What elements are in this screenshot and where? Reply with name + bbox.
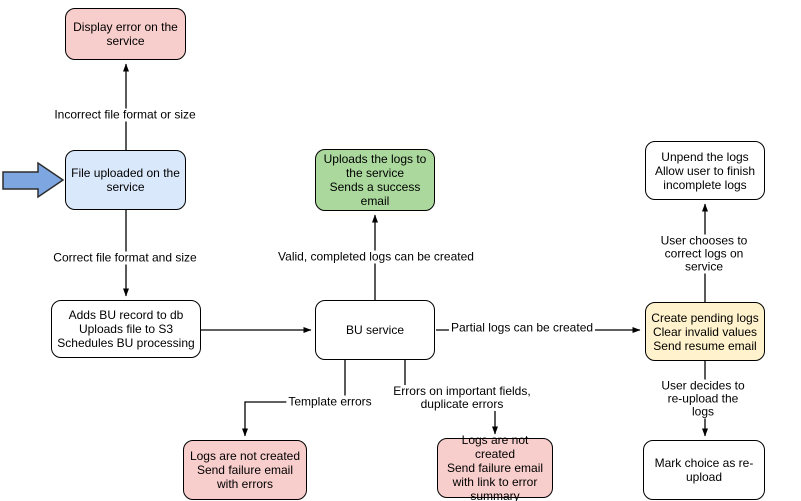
node-logs-not-created-summary: Logs are not created Send failure email … [437, 433, 553, 501]
edge-label-important-errors: Errors on important fields, duplicate er… [391, 384, 533, 411]
edge-label-template-errors: Template errors [286, 394, 374, 409]
node-adds-bu-record: Adds BU record to db Uploads file to S3 … [51, 300, 201, 358]
node-display-error: Display error on the service [65, 8, 186, 60]
edge-label-valid-completed: Valid, completed logs can be created [276, 249, 476, 264]
node-mark-reupload: Mark choice as re- upload [643, 440, 765, 500]
node-uploads-logs: Uploads the logs to the service Sends a … [315, 149, 435, 211]
edge-label-partial-logs: Partial logs can be created [448, 320, 596, 335]
node-bu-service: BU service [315, 300, 435, 360]
edge-label-user-reuploads: User decides to re-upload the logs [654, 379, 752, 419]
node-logs-not-created-errors: Logs are not created Send failure email … [183, 440, 307, 500]
edge-label-incorrect-format: Incorrect file format or size [52, 107, 198, 122]
edge-label-user-corrects: User chooses to correct logs on service [655, 234, 753, 274]
edge-label-correct-format: Correct file format and size [51, 250, 199, 265]
input-arrow-icon [2, 161, 65, 199]
node-create-pending: Create pending logs Clear invalid values… [645, 302, 765, 361]
node-unpend-logs: Unpend the logs Allow user to finish inc… [645, 141, 765, 200]
node-file-uploaded: File uploaded on the service [65, 150, 186, 210]
